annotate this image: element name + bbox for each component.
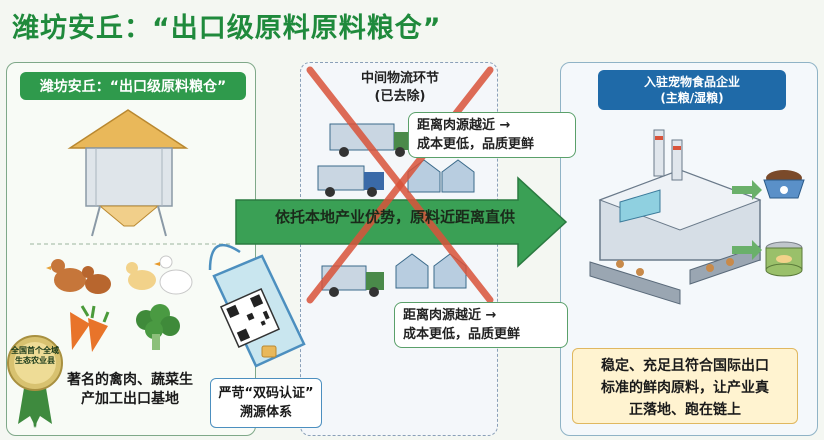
source-caption-line2: 产加工出口基地 bbox=[81, 391, 179, 407]
result-line2: 标准的鲜肉原料，让产业真 bbox=[601, 380, 769, 396]
wet-food-can-icon bbox=[765, 241, 803, 277]
logistics-title-line1: 中间物流环节 bbox=[360, 71, 439, 86]
arrow-to-can bbox=[732, 240, 762, 260]
supply-arrow bbox=[235, 176, 568, 268]
logistics-top-icon bbox=[317, 123, 475, 197]
source-caption: 著名的禽肉、蔬菜生 产加工出口基地 bbox=[50, 371, 210, 409]
note-top-line2: 成本更低，品质更鲜 bbox=[417, 137, 535, 152]
poultry-icon bbox=[46, 255, 193, 295]
trace-line1: 严苛“双码认证” bbox=[218, 386, 314, 401]
arrow-to-kibble bbox=[732, 180, 762, 200]
result-box: 稳定、充足且符合国际出口 标准的鲜肉原料，让产业真 正落地、跑在链上 bbox=[572, 348, 798, 424]
silo-icon bbox=[67, 109, 189, 237]
note-top-line1: 距离肉源越近 → bbox=[417, 118, 511, 133]
right-header-line2: (主粮/湿粮) bbox=[660, 91, 724, 105]
left-panel-header: 潍坊安丘：“出口级原料粮仓” bbox=[20, 72, 246, 100]
badge-label: 全国首个全域生态农业县 bbox=[11, 346, 59, 365]
logistics-title: 中间物流环节 (已去除) bbox=[330, 70, 470, 106]
trace-line2: 溯源体系 bbox=[239, 405, 292, 420]
page-title: 潍坊安丘：“出口级原料原料粮仓” bbox=[12, 13, 442, 44]
supply-arrow-label: 依托本地产业优势，原料近距离直供 bbox=[274, 208, 515, 226]
broccoli-icon bbox=[136, 304, 180, 350]
result-line3: 正落地、跑在链上 bbox=[629, 402, 741, 418]
qr-tag-icon bbox=[208, 243, 306, 368]
note-top: 距离肉源越近 → 成本更低，品质更鲜 bbox=[408, 112, 576, 158]
right-header-line1: 入驻宠物食品企业 bbox=[643, 75, 740, 89]
badge-icon bbox=[7, 335, 63, 428]
carrot-icon bbox=[70, 305, 110, 352]
source-caption-line1: 著名的禽肉、蔬菜生 bbox=[67, 372, 193, 388]
traceability-box: 严苛“双码认证” 溯源体系 bbox=[210, 378, 322, 428]
note-bottom-line1: 距离肉源越近 → bbox=[403, 308, 497, 323]
right-panel-header: 入驻宠物食品企业 (主粮/湿粮) bbox=[598, 70, 786, 110]
result-line1: 稳定、充足且符合国际出口 bbox=[601, 358, 769, 374]
logistics-title-line2: (已去除) bbox=[374, 89, 426, 104]
note-bottom: 距离肉源越近 → 成本更低，品质更鲜 bbox=[394, 302, 568, 348]
note-bottom-line2: 成本更低，品质更鲜 bbox=[403, 327, 521, 342]
kibble-bowl-icon bbox=[763, 170, 805, 199]
cross-out-icon bbox=[306, 66, 494, 304]
factory-icon bbox=[589, 129, 762, 305]
